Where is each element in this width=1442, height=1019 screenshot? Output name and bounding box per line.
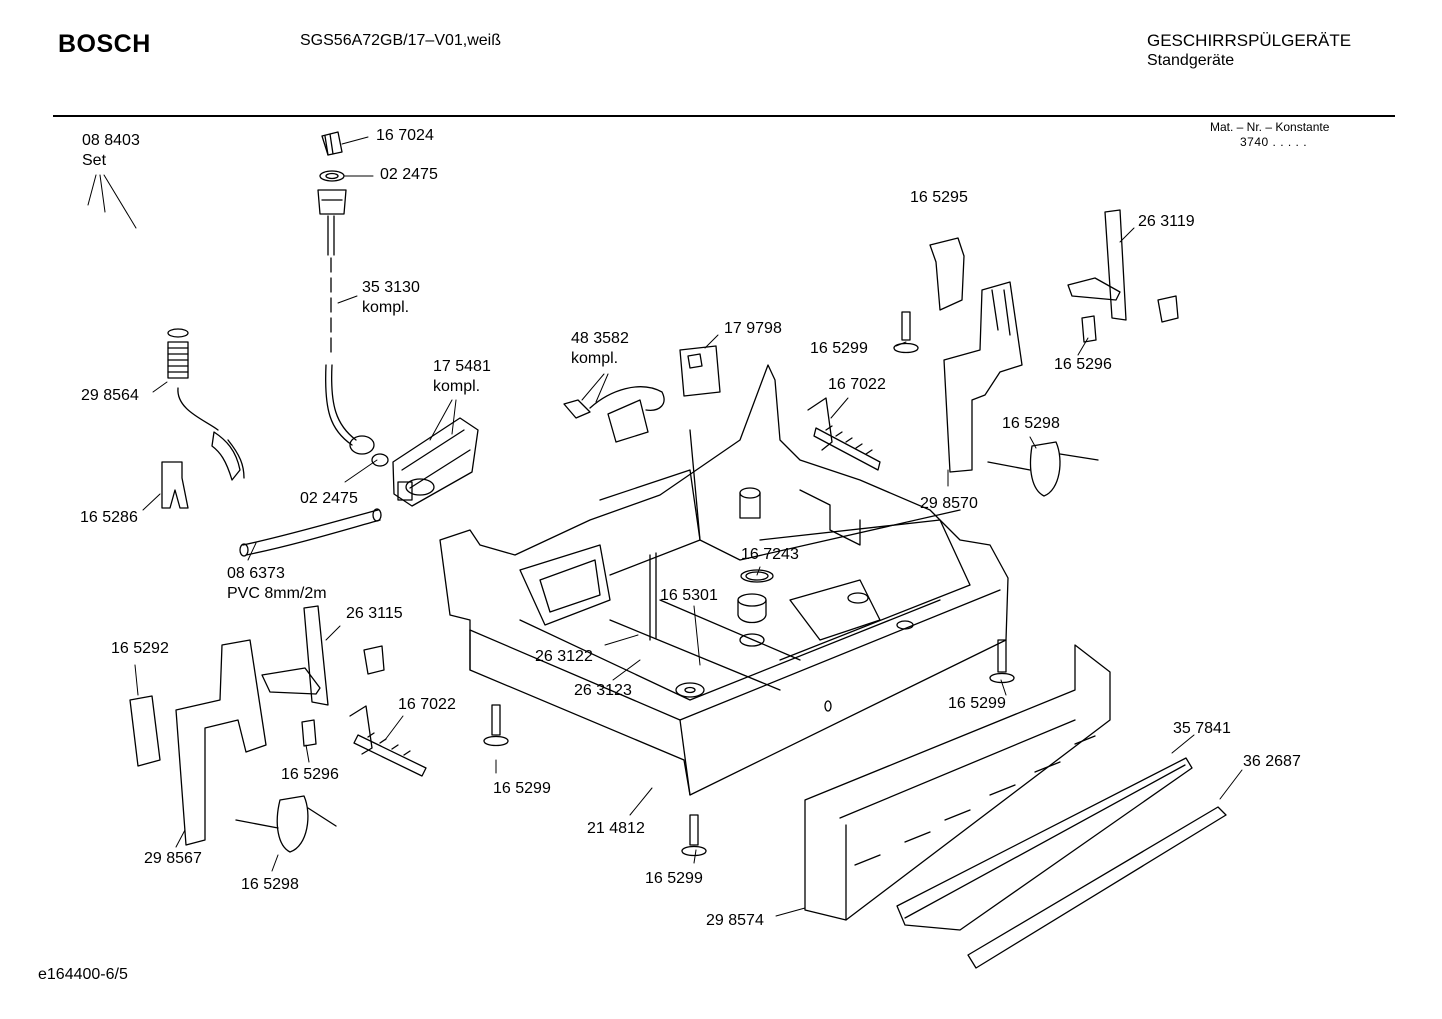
part-label-165292: 16 5292 xyxy=(111,640,169,657)
screws xyxy=(483,311,1015,857)
spring-hinge-right xyxy=(807,397,881,471)
base-tub xyxy=(439,364,1009,796)
bracket-right-side xyxy=(1067,209,1179,323)
part-label-165299d: 16 5299 xyxy=(645,870,703,887)
part-label-167243: 16 7243 xyxy=(741,546,799,563)
filter-rings xyxy=(737,569,774,624)
part-label-165298a: 16 5298 xyxy=(1002,415,1060,432)
drawing-id: e164400-6/5 xyxy=(38,966,128,983)
model-number: SGS56A72GB/17–V01,weiß xyxy=(300,32,502,49)
clip-right xyxy=(1081,315,1097,343)
drain-connector xyxy=(167,328,245,481)
part-label-165296a: 16 5296 xyxy=(1054,356,1112,373)
lever-switch-left xyxy=(235,795,337,853)
bracket-left-lower xyxy=(129,639,267,846)
part-label-298564: 29 8564 xyxy=(81,387,139,404)
cable-harness xyxy=(563,386,665,443)
mat-nr-label: Mat. – Nr. – Konstante xyxy=(1210,120,1330,134)
bracket-right-upper xyxy=(929,237,1023,473)
part-label-362687: 36 2687 xyxy=(1243,753,1301,770)
inlet-valve xyxy=(392,417,479,507)
part-label-298574: 29 8574 xyxy=(706,912,764,929)
part-label-167022a: 16 7022 xyxy=(828,376,886,393)
leader-lines xyxy=(87,136,1243,917)
part-label-357841: 35 7841 xyxy=(1173,720,1231,737)
seal-strip xyxy=(967,806,1227,969)
part-label-298567: 29 8567 xyxy=(144,850,202,867)
part-label-165286: 16 5286 xyxy=(80,509,138,526)
part-label-165301: 16 5301 xyxy=(660,587,718,604)
part-label-165295: 16 5295 xyxy=(910,189,968,206)
part-label-022475a: 02 2475 xyxy=(380,166,438,183)
header-divider xyxy=(53,115,1395,117)
inlet-hose-assembly xyxy=(239,131,389,557)
part-label-165299c: 16 5299 xyxy=(493,780,551,797)
clip-left-lower xyxy=(301,719,317,747)
category-subtitle: Standgeräte xyxy=(1147,52,1235,69)
part-label-263123: 26 3123 xyxy=(574,682,632,699)
category-title: GESCHIRRSPÜLGERÄTE xyxy=(1147,31,1352,50)
part-label-165298b: 16 5298 xyxy=(241,876,299,893)
bracket-left-mid xyxy=(261,605,385,706)
part-label-263115: 26 3115 xyxy=(346,605,403,622)
cover-strip xyxy=(896,757,1193,931)
part-label-167022b: 16 7022 xyxy=(398,696,456,713)
part-label-022475b: 02 2475 xyxy=(300,490,358,507)
part-label-214812: 21 4812 xyxy=(587,820,645,837)
kick-plate xyxy=(804,644,1111,921)
part-label-298570: 29 8570 xyxy=(920,495,978,512)
brand-logo: BOSCH xyxy=(58,30,151,58)
part-label-165299a: 16 5299 xyxy=(810,340,868,357)
mat-nr-value: 3740 . . . . . xyxy=(1240,135,1308,149)
part-label-179798: 17 9798 xyxy=(724,320,782,337)
spring-hinge-left xyxy=(349,705,427,777)
part-label-165296b: 16 5296 xyxy=(281,766,339,783)
part-label-167024: 16 7024 xyxy=(376,127,434,144)
sensor-block xyxy=(679,345,721,397)
clip-part-left xyxy=(161,461,189,509)
lever-switch-right xyxy=(987,441,1099,497)
part-label-263119: 26 3119 xyxy=(1138,213,1195,230)
part-label-263122: 26 3122 xyxy=(535,648,593,665)
part-label-165299b: 16 5299 xyxy=(948,695,1006,712)
